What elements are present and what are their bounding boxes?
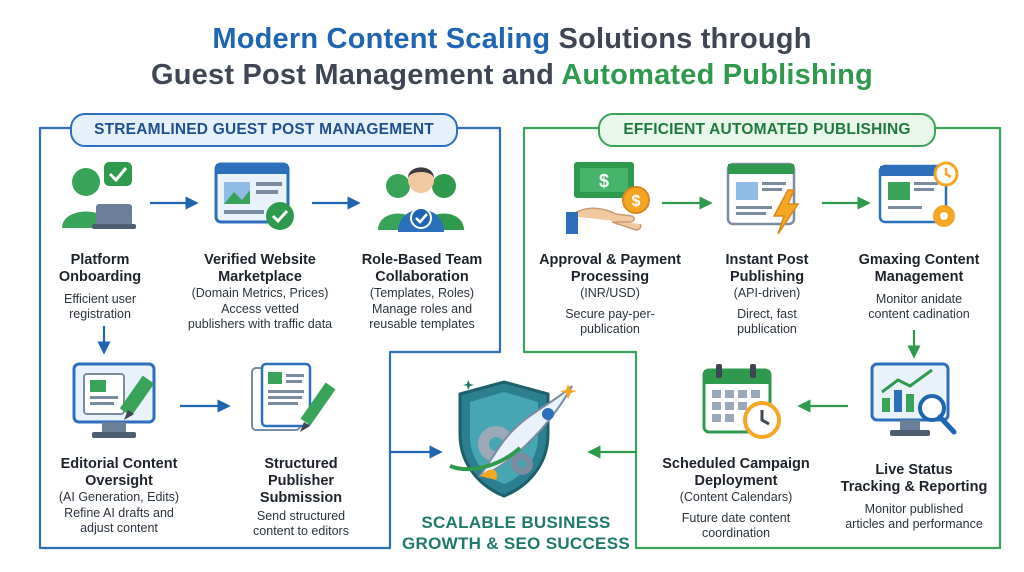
step-editorial-oversight: Editorial Content Oversight (AI Generati… xyxy=(44,456,194,536)
right-section-header: EFFICIENT AUTOMATED PUBLISHING xyxy=(598,113,936,147)
svg-text:$: $ xyxy=(632,193,641,210)
step-desc: Efficient user registration xyxy=(63,292,137,321)
right-section-header-label: EFFICIENT AUTOMATED PUBLISHING xyxy=(623,121,911,138)
step-platform-onboarding: Platform Onboarding Efficient user regis… xyxy=(30,252,170,322)
user-laptop-check-icon xyxy=(62,162,136,229)
step-title: Platform Onboarding xyxy=(58,252,142,285)
left-section-header: STREAMLINED GUEST POST MANAGEMENT xyxy=(70,113,458,147)
step-verified-marketplace: Verified Website Marketplace (Domain Met… xyxy=(172,252,348,332)
title-highlight-green: Automated Publishing xyxy=(561,59,873,91)
page-title-line-2: Guest Post Management and Automated Publ… xyxy=(0,58,1024,92)
monitor-chart-magnifier-icon xyxy=(870,362,957,436)
step-title: Role-Based Team Collaboration xyxy=(361,252,483,285)
step-desc: Secure pay-per- publication xyxy=(565,307,655,336)
step-title: Verified Website Marketplace xyxy=(204,252,316,285)
step-title: Gmaxing Content Management xyxy=(858,252,980,285)
website-verified-icon xyxy=(214,162,294,230)
step-title: Scheduled Campaign Deployment xyxy=(662,456,810,489)
svg-text:$: $ xyxy=(599,171,609,191)
title-text: Guest Post Management xyxy=(151,59,494,91)
step-scheduled-deployment: Scheduled Campaign Deployment (Content C… xyxy=(650,456,822,541)
step-structured-submission: Structured Publisher Submission Send str… xyxy=(226,456,376,539)
team-group-icon xyxy=(378,167,464,232)
step-desc: Send structured content to editors xyxy=(253,509,349,538)
step-title: Approval & Payment Processing xyxy=(539,252,681,285)
step-desc: Manage roles and reusable templates xyxy=(369,302,475,331)
browser-gear-clock-icon xyxy=(878,161,959,227)
step-content-management: Gmaxing Content Management Monitor anida… xyxy=(844,252,994,322)
right-panel-outline xyxy=(522,126,1002,550)
documents-pen-icon xyxy=(251,362,336,432)
title-highlight-blue: Modern Content Scaling xyxy=(212,23,551,55)
monitor-editing-icon xyxy=(72,362,156,438)
step-team-collaboration: Role-Based Team Collaboration (Templates… xyxy=(352,252,492,332)
step-desc: Monitor published articles and performan… xyxy=(845,502,983,531)
step-title: Instant Post Publishing xyxy=(725,252,809,285)
step-desc: Monitor anidate content cadination xyxy=(868,292,970,321)
shield-rocket-gear-icon xyxy=(449,380,577,498)
step-sub: (Content Calendars) xyxy=(679,490,793,504)
title-text: and xyxy=(501,59,555,91)
step-live-tracking: Live Status Tracking & Reporting Monitor… xyxy=(834,462,994,532)
step-sub: (Templates, Roles) xyxy=(369,286,475,300)
step-title: Live Status Tracking & Reporting xyxy=(840,462,988,495)
step-sub: (AI Generation, Edits) xyxy=(58,490,180,504)
step-desc: Future date content coordination xyxy=(681,511,791,540)
money-hand-coin-icon: $ $ xyxy=(566,162,650,234)
title-text: Solutions through xyxy=(558,23,812,55)
step-instant-publishing: Instant Post Publishing (API-driven) Dir… xyxy=(702,252,832,337)
step-desc: Refine AI drafts and adjust content xyxy=(64,506,174,535)
step-desc: Access vetted publishers with traffic da… xyxy=(187,302,333,331)
calendar-clock-icon xyxy=(702,364,781,439)
step-title: Structured Publisher Submission xyxy=(259,456,343,506)
left-section-header-label: STREAMLINED GUEST POST MANAGEMENT xyxy=(94,121,434,138)
left-panel-outline xyxy=(38,126,502,550)
step-title: Editorial Content Oversight xyxy=(60,456,178,489)
step-approval-payment: Approval & Payment Processing (INR/USD) … xyxy=(530,252,690,337)
step-sub: (Domain Metrics, Prices) xyxy=(191,286,329,300)
step-desc: Direct, fast publication xyxy=(737,307,797,336)
page-title-line-1: Modern Content Scaling Solutions through xyxy=(0,22,1024,56)
center-outcome-label: SCALABLE BUSINESS GROWTH & SEO SUCCESS xyxy=(402,513,630,553)
step-sub: (INR/USD) xyxy=(580,286,640,300)
step-sub: (API-driven) xyxy=(733,286,801,300)
browser-lightning-icon xyxy=(726,162,800,235)
